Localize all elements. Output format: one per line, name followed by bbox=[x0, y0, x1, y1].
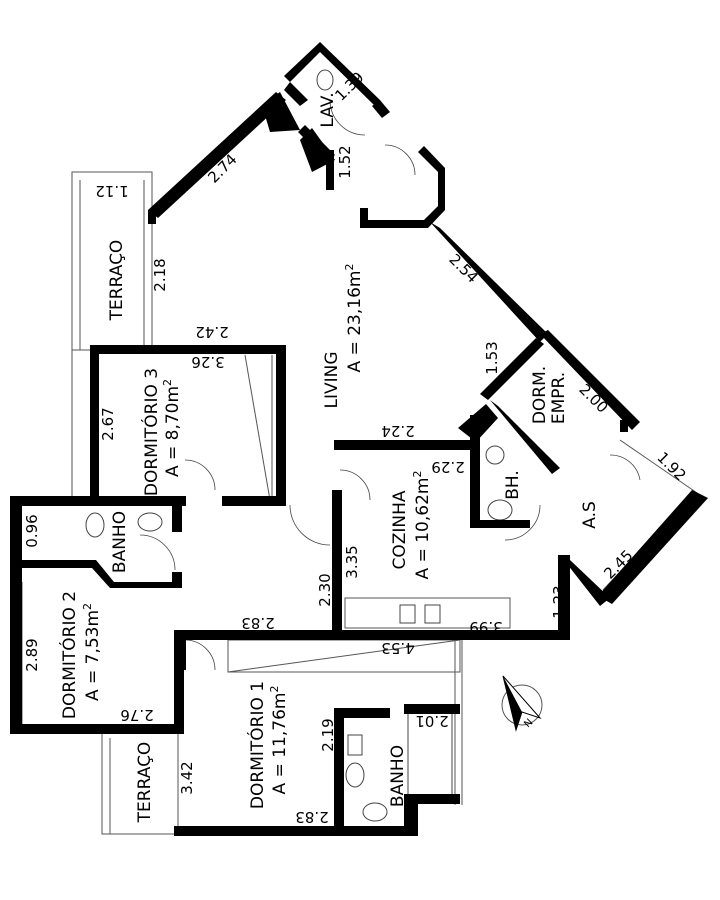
cozinha-area: A = 10,62m2 bbox=[411, 471, 433, 580]
dim-3-42: 3.42 bbox=[178, 761, 196, 794]
lav-label: LAV. bbox=[318, 92, 338, 127]
dim-3-26: 3.26 bbox=[191, 353, 224, 371]
north-label: N bbox=[522, 717, 535, 730]
dim-2-19: 2.19 bbox=[319, 718, 337, 751]
kitchen-counter bbox=[344, 597, 511, 629]
dim-1-53: 1.53 bbox=[483, 341, 501, 374]
cozinha-name: COZINHA bbox=[390, 490, 410, 569]
dorm2-area: A = 7,53m2 bbox=[81, 603, 103, 701]
north-arrow: N bbox=[501, 675, 543, 732]
banho-top-label: BANHO bbox=[110, 511, 130, 573]
dim-2-67: 2.67 bbox=[99, 407, 117, 440]
dim-2-89: 2.89 bbox=[23, 638, 41, 671]
dorm-empr-label-2: EMPR. bbox=[549, 372, 569, 424]
dim-2-29: 2.29 bbox=[431, 458, 464, 476]
dim-2-24: 2.24 bbox=[381, 422, 414, 440]
banho-bottom-label: BANHO bbox=[388, 745, 408, 807]
dorm-empr-label-1: DORM. bbox=[530, 366, 550, 424]
bh-label: BH. bbox=[503, 470, 523, 500]
dim-1-12: 1.12 bbox=[95, 182, 128, 200]
dim-2-01: 2.01 bbox=[415, 712, 448, 730]
dim-2-54: 2.54 bbox=[445, 250, 481, 286]
dorm3-area: A = 8,70m2 bbox=[161, 379, 183, 477]
fixtures bbox=[85, 69, 513, 822]
dorm3-name: DORMITÓRIO 3 bbox=[140, 368, 162, 496]
dim-3-99: 3.99 bbox=[469, 618, 502, 636]
dim-2-30: 2.30 bbox=[316, 573, 334, 606]
as-label: A.S bbox=[580, 501, 600, 529]
dim-3-35: 3.35 bbox=[343, 545, 361, 578]
terraco-bottom-label: TERRAÇO bbox=[135, 742, 155, 824]
dim-2-83-a: 2.83 bbox=[241, 614, 274, 632]
doors bbox=[139, 99, 641, 671]
dim-2-18: 2.18 bbox=[151, 258, 169, 291]
dim-0-96: 0.96 bbox=[23, 514, 41, 547]
room-labels: LIVING A = 23,16m2 COZINHA A = 10,62m2 D… bbox=[58, 92, 600, 823]
living-area: A = 23,16m2 bbox=[343, 264, 365, 373]
dorm1-area: A = 11,76m2 bbox=[268, 686, 290, 795]
dim-1-52: 1.52 bbox=[336, 145, 354, 178]
dim-4-53: 4.53 bbox=[381, 639, 414, 657]
dim-1-92: 1.92 bbox=[653, 448, 689, 484]
walls bbox=[10, 42, 708, 836]
dim-2-76: 2.76 bbox=[120, 706, 153, 724]
dim-2-00: 2.00 bbox=[575, 380, 611, 416]
dim-1-23: 1.23 bbox=[550, 585, 568, 618]
terraco-top-label: TERRAÇO bbox=[107, 240, 127, 322]
dim-2-83-b: 2.83 bbox=[295, 808, 328, 826]
dim-2-42: 2.42 bbox=[195, 323, 228, 341]
living-name: LIVING bbox=[322, 351, 342, 408]
dorm1-name: DORMITÓRIO 1 bbox=[246, 681, 268, 809]
dorm2-name: DORMITÓRIO 2 bbox=[58, 591, 80, 719]
